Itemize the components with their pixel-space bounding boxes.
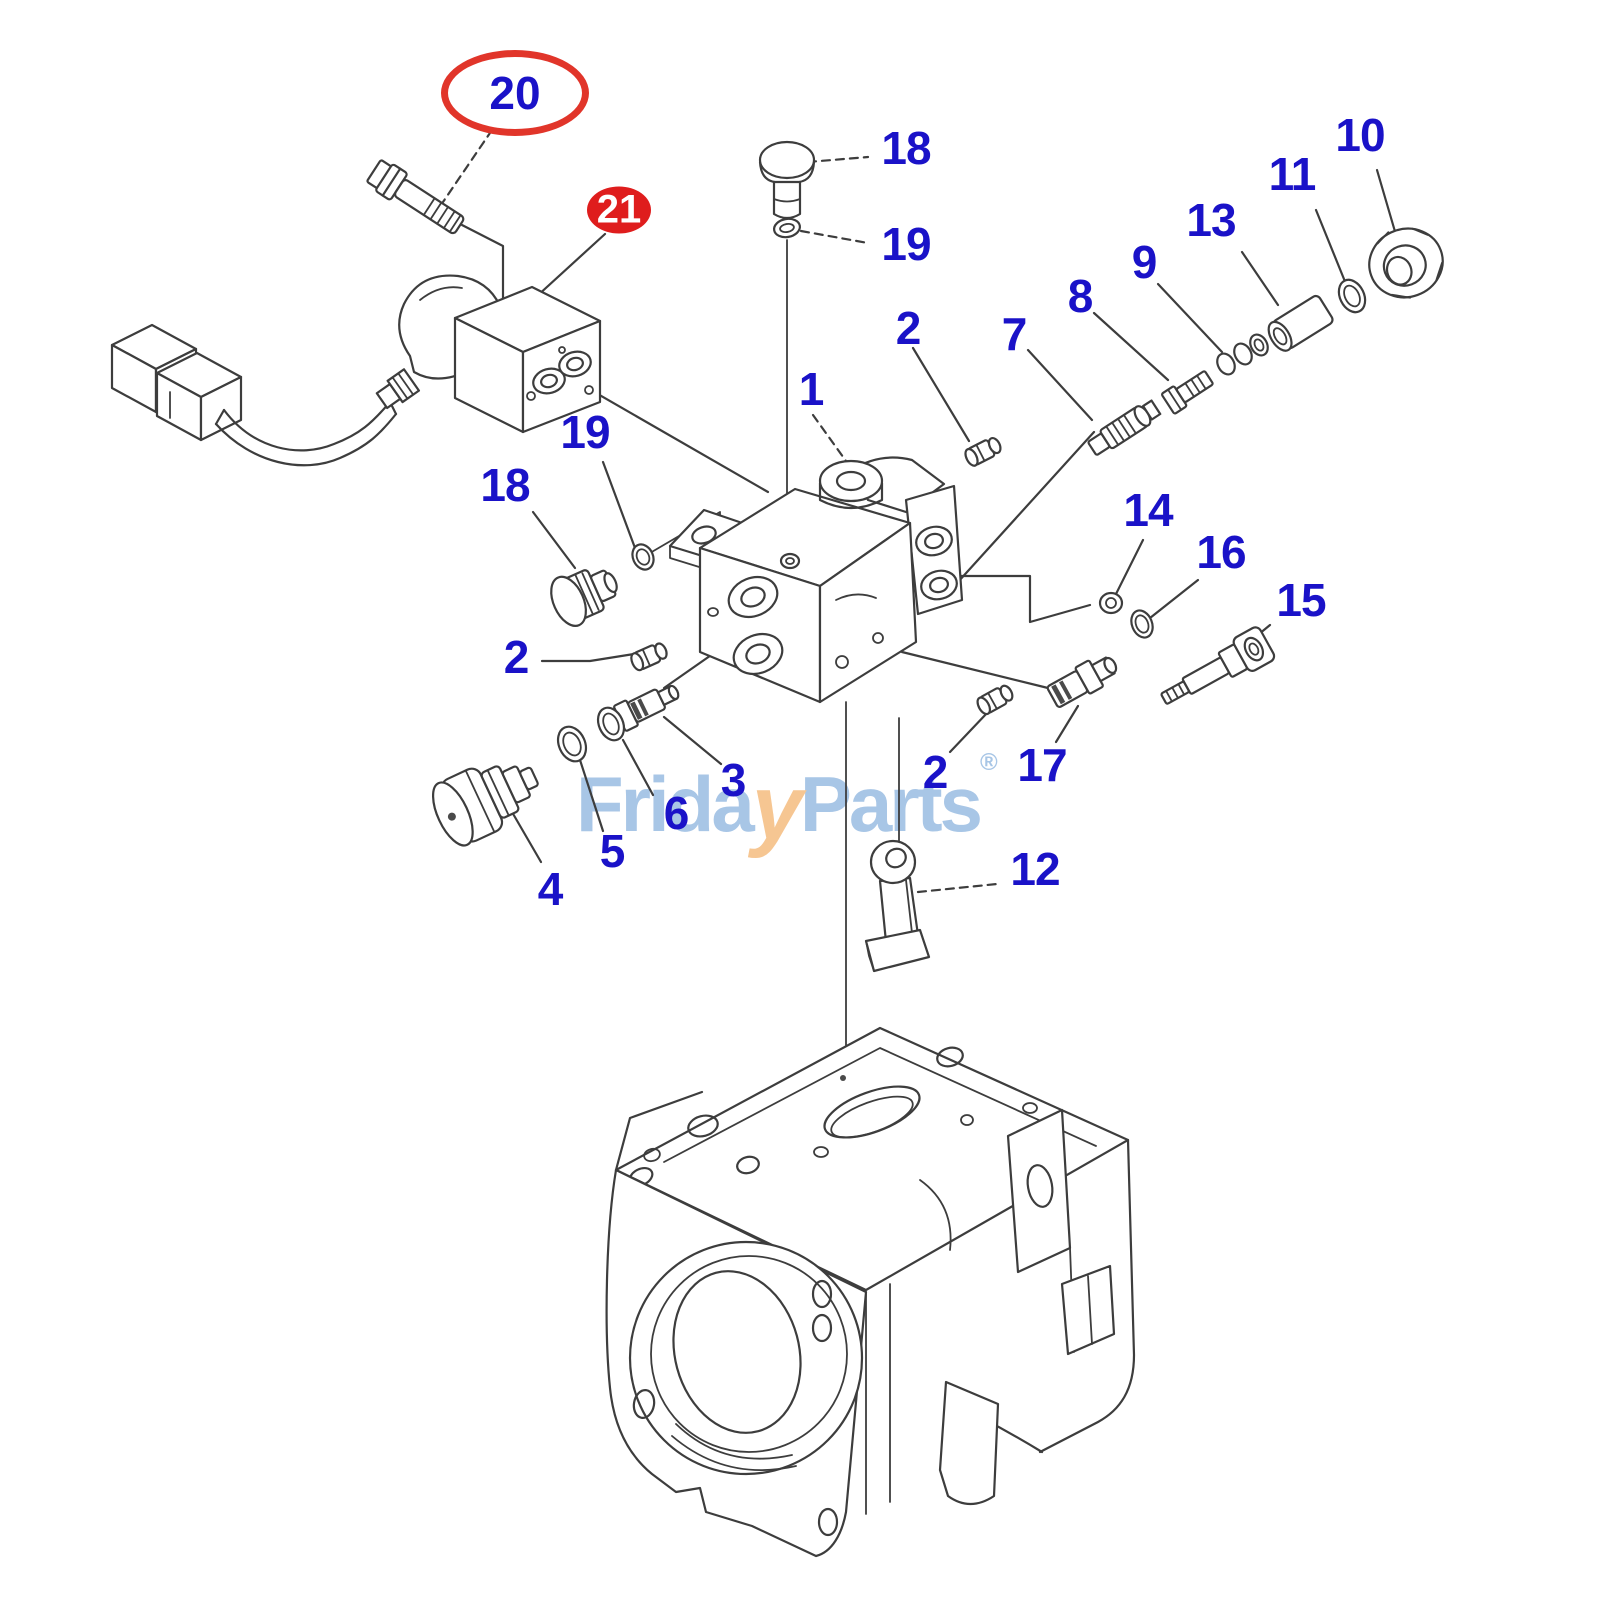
lever-part-12	[864, 839, 931, 973]
plug-part-4	[431, 765, 539, 847]
ring-part-14	[1098, 591, 1124, 615]
o-ring-part-11	[1337, 278, 1367, 314]
sleeve-part-13	[1267, 294, 1334, 352]
fitting-part-7	[1087, 399, 1162, 456]
o-ring-part-16	[1130, 609, 1154, 639]
pump-housing	[605, 1026, 1136, 1558]
sensor-part-17	[1046, 656, 1118, 708]
o-ring-part-5	[556, 725, 588, 763]
o-ring-part-6	[596, 706, 626, 742]
fridayparts-watermark: FridayParts®	[576, 748, 998, 859]
bolt-part-8	[1161, 370, 1214, 415]
plug-part-2-top	[964, 436, 1002, 467]
valve-body-part-1	[668, 456, 964, 704]
registered-trademark-symbol: ®	[980, 749, 998, 776]
plug-part-2-right	[976, 684, 1014, 716]
plug-part-2-left	[630, 642, 668, 672]
watermark-accent-letter: y	[751, 757, 803, 859]
watermark-text-secondary: Parts	[799, 760, 983, 848]
watermark-text-primary: Frida	[576, 760, 755, 848]
o-ring-part-19-left	[631, 543, 655, 571]
o-ring-part-19-top	[773, 217, 801, 239]
valve-part-3	[613, 684, 680, 732]
spool-part-15	[1160, 626, 1276, 705]
rings-part-9	[1216, 333, 1269, 376]
plug-part-18-top	[758, 140, 816, 220]
bolt-part-20	[366, 159, 465, 235]
solenoid-valve-part-21	[110, 274, 602, 467]
plug-part-18-left	[550, 569, 618, 627]
cap-nut-part-10	[1368, 227, 1444, 299]
